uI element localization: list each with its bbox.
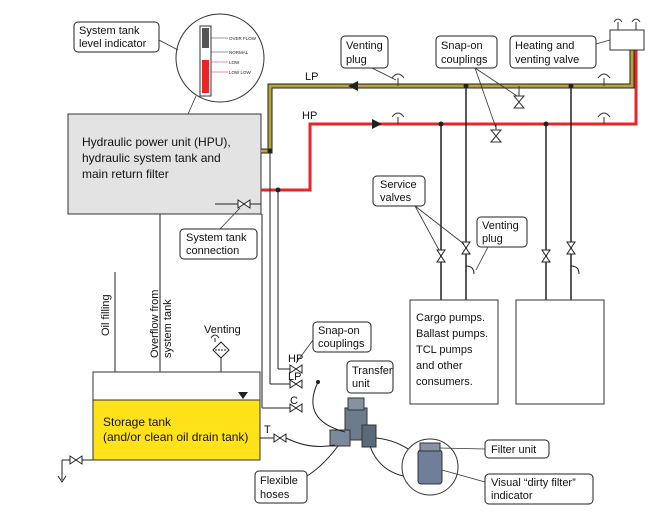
- flexible-hoses-label: Flexible hoses: [260, 475, 301, 501]
- storage-t-label: T: [264, 424, 271, 436]
- hpu-to-couplings-pipes: [159, 151, 290, 409]
- callout-dirty-filter: [484, 473, 594, 505]
- storage-tank-label: Storage tank (and/or clean oil drain tan…: [103, 415, 248, 444]
- callout-flexible-hoses: [254, 470, 308, 504]
- overflow-label: Overflow from system tank: [149, 286, 174, 358]
- venting-plug-icons: [391, 73, 611, 124]
- hp-flow-arrow: [372, 119, 382, 129]
- transfer-unit-pump: [329, 397, 377, 448]
- gauge-low: LOW: [229, 60, 240, 65]
- hp-line: [261, 48, 638, 192]
- level-indicator-label: System tank level indicator: [79, 25, 147, 50]
- callout-snap-on-low: [312, 321, 372, 353]
- hpu-box: [67, 113, 262, 215]
- callout-transfer-unit: [346, 360, 394, 394]
- gauge-overflow: OVER FLOW: [229, 36, 257, 41]
- dirty-filter-label: Visual “dirty filter” indicator: [491, 477, 579, 502]
- callout-level-indicator: [73, 21, 160, 53]
- transfer-unit-label: Transfer unit: [352, 365, 396, 390]
- hpu-label: Hydraulic power unit (HPU), hydraulic sy…: [82, 135, 234, 181]
- drain-valve-icon: [57, 455, 93, 483]
- system-tank-valve-icon: [237, 199, 251, 209]
- snap-on-low-label: Snap-on couplings: [318, 325, 365, 350]
- venting-filter-icon: [210, 334, 230, 372]
- callout-heating-valve: [509, 35, 597, 69]
- system-tank-connection-label: System tank connection: [186, 232, 250, 257]
- oil-filling-label: Oil filling: [100, 294, 112, 336]
- consumers-label: Cargo pumps. Ballast pumps. TCL pumps an…: [416, 312, 491, 388]
- hp-label: HP: [302, 110, 317, 122]
- coupling-lp-label: LP: [288, 371, 301, 383]
- lp-flow-arrow: [348, 81, 358, 91]
- filter-unit-device: [401, 438, 459, 496]
- level-indicator-gauge: OVER FLOW NORMAL LOW LOW LOW: [175, 13, 265, 103]
- heating-valve-label: Heating and venting valve: [515, 40, 579, 66]
- gauge-lowlow: LOW LOW: [229, 70, 252, 75]
- venting-plug-top-label: Venting plug: [346, 40, 386, 66]
- mid-venting-plugs: [465, 265, 580, 275]
- service-valves-label: Service valves: [380, 179, 420, 204]
- gauge-normal: NORMAL: [229, 50, 249, 55]
- consumer-pipes: [440, 86, 572, 300]
- filter-unit-label: Filter unit: [491, 444, 536, 456]
- venting-plug-mid-label: Venting plug: [482, 220, 522, 245]
- callout-venting-plug-top: [340, 35, 389, 69]
- venting-label: Venting: [204, 324, 241, 336]
- callout-system-tank-connection: [179, 228, 258, 260]
- snap-on-coupling-top-icons: [489, 86, 526, 143]
- service-valve-icons: [436, 241, 576, 263]
- callout-venting-plug-mid: [476, 216, 528, 248]
- lp-label: LP: [305, 71, 318, 83]
- coupling-c-label: C: [290, 395, 298, 407]
- storage-tank-oil: [92, 399, 261, 461]
- consumer-box-left: [409, 299, 499, 405]
- snap-on-top-label: Snap-on couplings: [441, 40, 488, 66]
- callout-snap-on-top: [435, 35, 498, 69]
- coupling-hp-label: HP: [288, 353, 303, 365]
- callout-service-valves: [372, 175, 426, 207]
- heating-venting-valve-device: [609, 29, 645, 51]
- snap-on-coupling-low-icons: [289, 364, 303, 413]
- consumer-box-right: [515, 299, 605, 405]
